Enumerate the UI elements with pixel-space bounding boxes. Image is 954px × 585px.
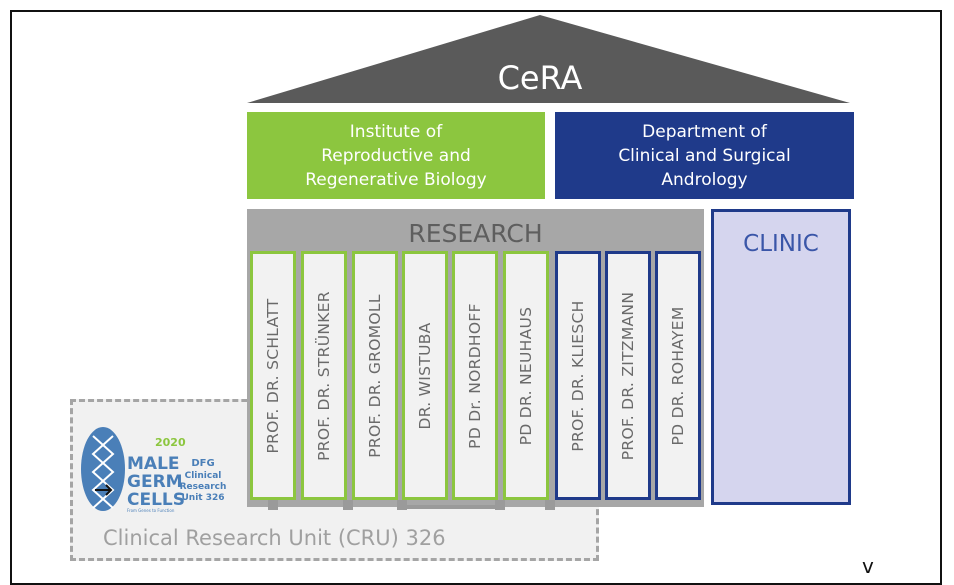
connector-neuhaus bbox=[545, 500, 555, 510]
dfg-line-4: Unit 326 bbox=[181, 493, 224, 503]
dfg-line-3: Research bbox=[180, 482, 227, 492]
dfg-line-2: Clinical bbox=[185, 471, 222, 481]
department-box: Department of Clinical and Surgical Andr… bbox=[555, 112, 854, 199]
connector-schlatt bbox=[268, 500, 278, 510]
corner-letter: v bbox=[862, 554, 874, 578]
pillar-label: PROF. DR. ZITZMANN bbox=[619, 291, 637, 460]
connector-gromoll bbox=[343, 500, 353, 510]
pillar-nordhoff: PD Dr. NORDHOFF bbox=[452, 251, 498, 500]
pillar-label: PROF. DR. GROMOLL bbox=[366, 293, 384, 458]
pillar-neuhaus: PD DR. NEUHAUS bbox=[503, 251, 549, 500]
connector-bar bbox=[397, 505, 505, 509]
institute-line-2: Reproductive and bbox=[321, 145, 471, 166]
research-title: RESEARCH bbox=[408, 219, 543, 248]
dfg-line-1: DFG bbox=[191, 458, 214, 469]
department-line-3: Andrology bbox=[661, 169, 748, 190]
logo-word-3: CELLS bbox=[127, 490, 185, 510]
pillar-schlatt: PROF. DR. SCHLATT bbox=[250, 251, 296, 500]
pillar-label: PROF. DR. SCHLATT bbox=[264, 297, 282, 454]
pillar-label: DR. WISTUBA bbox=[416, 321, 434, 430]
cera-title: CeRA bbox=[497, 59, 583, 97]
pillar-label: PD DR. ROHAYEM bbox=[669, 305, 687, 446]
male-germ-cells-logo: 2020 MALE GERM CELLS From Genes to Funct… bbox=[81, 427, 227, 513]
institute-box: Institute of Reproductive and Regenerati… bbox=[247, 112, 545, 199]
logo-year: 2020 bbox=[155, 436, 186, 449]
department-line-1: Department of bbox=[642, 121, 767, 142]
logo-tagline: From Genes to Function bbox=[127, 508, 175, 513]
pillar-label: PROF. DR. KLIESCH bbox=[569, 299, 587, 452]
clinic-title: CLINIC bbox=[743, 231, 819, 257]
clinic-block: CLINIC bbox=[711, 209, 851, 505]
connector-nordhoff bbox=[495, 500, 505, 510]
pillar-struenker: PROF. DR. STRÜNKER bbox=[301, 251, 347, 500]
pillar-label: PD Dr. NORDHOFF bbox=[466, 302, 484, 449]
roof-triangle bbox=[247, 15, 850, 103]
cru-label: Clinical Research Unit (CRU) 326 bbox=[103, 526, 446, 550]
connector-wistuba bbox=[397, 500, 407, 510]
pillar-label: PROF. DR. STRÜNKER bbox=[315, 290, 333, 461]
pillar-rohayem: PD DR. ROHAYEM bbox=[655, 251, 701, 500]
institute-line-3: Regenerative Biology bbox=[305, 169, 487, 190]
institute-line-1: Institute of bbox=[349, 121, 443, 142]
pillar-wistuba: DR. WISTUBA bbox=[402, 251, 448, 500]
logo-word-2: GERM bbox=[127, 472, 183, 492]
department-line-2: Clinical and Surgical bbox=[618, 145, 791, 166]
logo-word-1: MALE bbox=[127, 454, 180, 474]
pillar-label: PD DR. NEUHAUS bbox=[517, 306, 535, 445]
pillar-zitzmann: PROF. DR. ZITZMANN bbox=[605, 251, 651, 500]
pillar-gromoll: PROF. DR. GROMOLL bbox=[352, 251, 398, 500]
pillar-kliesch: PROF. DR. KLIESCH bbox=[555, 251, 601, 500]
